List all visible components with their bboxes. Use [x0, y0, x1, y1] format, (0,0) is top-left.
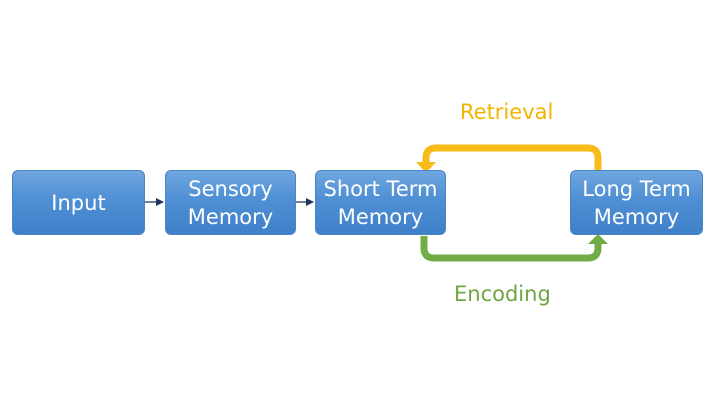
encoding-arrowhead [588, 234, 608, 244]
retrieval-arrow-path [422, 144, 602, 171]
encoding-label: Encoding [454, 282, 551, 306]
short-term-memory-node: Short Term Memory [315, 170, 446, 235]
long-term-memory-node: Long Term Memory [570, 170, 703, 235]
retrieval-arrowhead [416, 162, 436, 173]
input-node-label: Input [51, 190, 106, 215]
sensory-memory-label: Sensory Memory [187, 176, 274, 229]
long-term-memory-label: Long Term Memory [582, 176, 691, 229]
retrieval-label: Retrieval [460, 100, 554, 124]
short-term-memory-label: Short Term Memory [323, 176, 438, 229]
sensory-memory-node: Sensory Memory [165, 170, 296, 235]
input-node: Input [12, 170, 145, 235]
encoding-arrow-path [420, 236, 602, 262]
